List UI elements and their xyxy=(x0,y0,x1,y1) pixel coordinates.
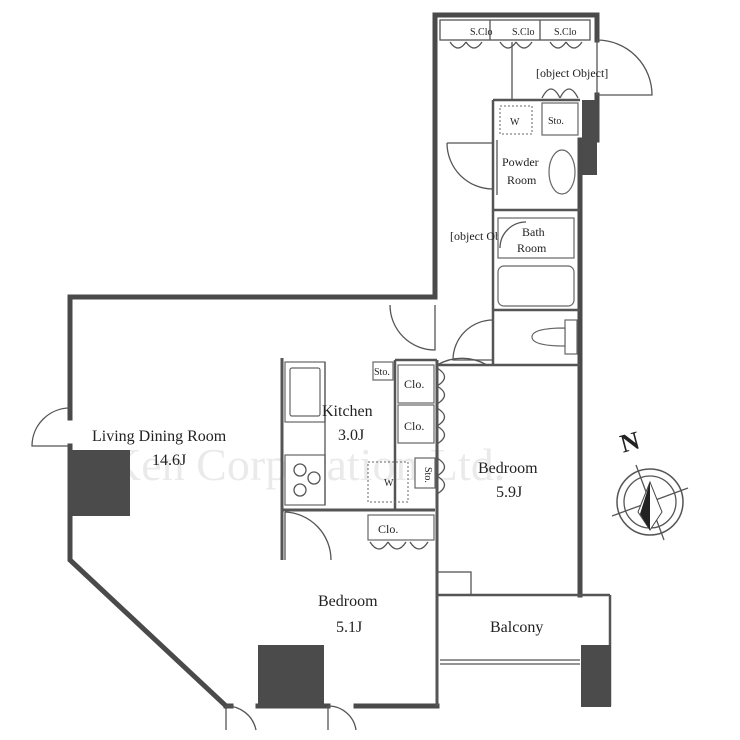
shoe-closets xyxy=(439,19,591,100)
structural-columns xyxy=(70,100,611,707)
bedroom-closet-label: Clo. xyxy=(378,522,398,536)
shoe-closet-1-label: S.Clo xyxy=(470,27,493,38)
toilet-door[interactable] xyxy=(452,319,494,361)
kitchen-size: 3.0J xyxy=(338,427,364,444)
bedroom-left-bottom-door[interactable] xyxy=(327,705,357,731)
bedroom-left-label: Bedroom xyxy=(318,593,378,610)
washer-2-label: W xyxy=(384,478,394,489)
entrance-door[interactable] xyxy=(596,39,653,96)
compass-north-label: N xyxy=(617,426,643,459)
bedroom-left-size: 5.1J xyxy=(336,619,362,636)
washer-1-label: W xyxy=(510,117,520,128)
hall-door[interactable] xyxy=(446,142,494,190)
ldr-bottom-door[interactable] xyxy=(225,705,257,731)
interior-walls xyxy=(280,98,612,706)
ldr-window-door[interactable] xyxy=(31,407,71,447)
shoe-closet-2-label: S.Clo xyxy=(512,27,535,38)
entrance-storage-label: Sto. xyxy=(548,116,564,127)
ldr-hall-door[interactable] xyxy=(389,304,436,351)
living-dining-label: Living Dining Room xyxy=(92,428,227,445)
bath-room-label-1: Bath xyxy=(522,225,545,239)
bedroom-right-size: 5.9J xyxy=(496,484,522,501)
bedroom-right-label: Bedroom xyxy=(478,460,538,477)
entrance-label: [object Object] xyxy=(536,66,608,80)
compass xyxy=(611,464,689,541)
powder-room-label-2: Room xyxy=(507,173,537,187)
hall-closet-1-label: Clo. xyxy=(404,377,424,391)
hall-closet-2-label: Clo. xyxy=(404,419,424,433)
bath-room-label-2: Room xyxy=(517,241,547,255)
kitchen-storage-side-label: Sto. xyxy=(422,467,433,483)
bedroom-left-door[interactable] xyxy=(284,511,332,561)
bedroom-right-door[interactable] xyxy=(436,357,488,366)
powder-room-label-1: Powder xyxy=(502,155,539,169)
balcony-label: Balcony xyxy=(490,619,543,636)
kitchen-label: Kitchen xyxy=(322,403,373,420)
living-dining-size: 14.6J xyxy=(152,452,186,469)
kitchen-storage-small-label: Sto. xyxy=(374,367,390,378)
shoe-closet-3-label: S.Clo xyxy=(554,27,577,38)
